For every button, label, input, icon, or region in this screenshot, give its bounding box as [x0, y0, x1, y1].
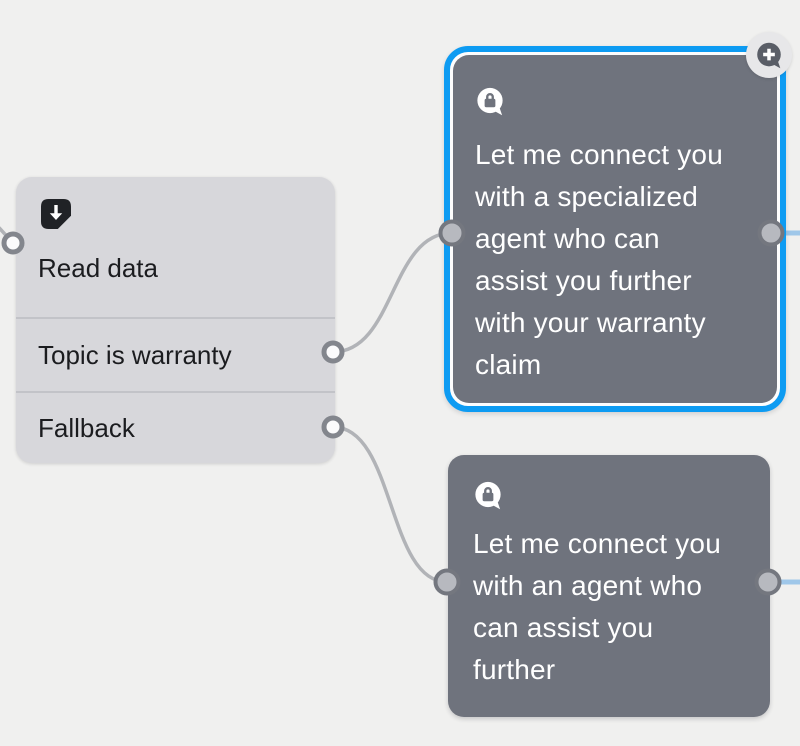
- node-warranty-message[interactable]: Let me connect you with a specialized ag…: [453, 55, 777, 403]
- port-warranty-message-output[interactable]: [757, 219, 785, 247]
- branch-label: Topic is warranty: [38, 339, 232, 370]
- branch-row-fallback[interactable]: Fallback: [16, 393, 335, 463]
- read-data-header[interactable]: Read data: [16, 177, 335, 317]
- edge-warranty-to-message[interactable]: [332, 231, 453, 354]
- message-text: Let me connect you with a specialized ag…: [475, 139, 723, 380]
- node-title: Read data: [38, 253, 158, 283]
- node-read-data[interactable]: Read data Topic is warranty Fallback: [16, 177, 335, 463]
- port-read-data-input[interactable]: [1, 231, 25, 255]
- port-fallback-output[interactable]: [321, 415, 345, 439]
- chat-lock-icon: [475, 86, 505, 116]
- message-text: Let me connect you with an agent who can…: [473, 528, 721, 685]
- node-fallback-message[interactable]: Let me connect you with an agent who can…: [448, 455, 770, 717]
- branch-label: Fallback: [38, 412, 135, 443]
- edge-fallback-to-message[interactable]: [332, 425, 448, 584]
- branch-row-topic-warranty[interactable]: Topic is warranty: [16, 319, 335, 391]
- add-step-button[interactable]: [746, 32, 792, 78]
- port-fallback-message-output[interactable]: [754, 568, 782, 596]
- chat-lock-icon: [473, 480, 503, 510]
- file-download-icon: [38, 196, 74, 232]
- node-divider: [16, 391, 335, 393]
- node-divider: [16, 317, 335, 319]
- port-warranty-message-input[interactable]: [438, 219, 466, 247]
- selection-outline: Let me connect you with a specialized ag…: [444, 46, 786, 412]
- port-fallback-message-input[interactable]: [433, 568, 461, 596]
- chat-plus-icon: [755, 41, 783, 69]
- port-topic-warranty-output[interactable]: [321, 340, 345, 364]
